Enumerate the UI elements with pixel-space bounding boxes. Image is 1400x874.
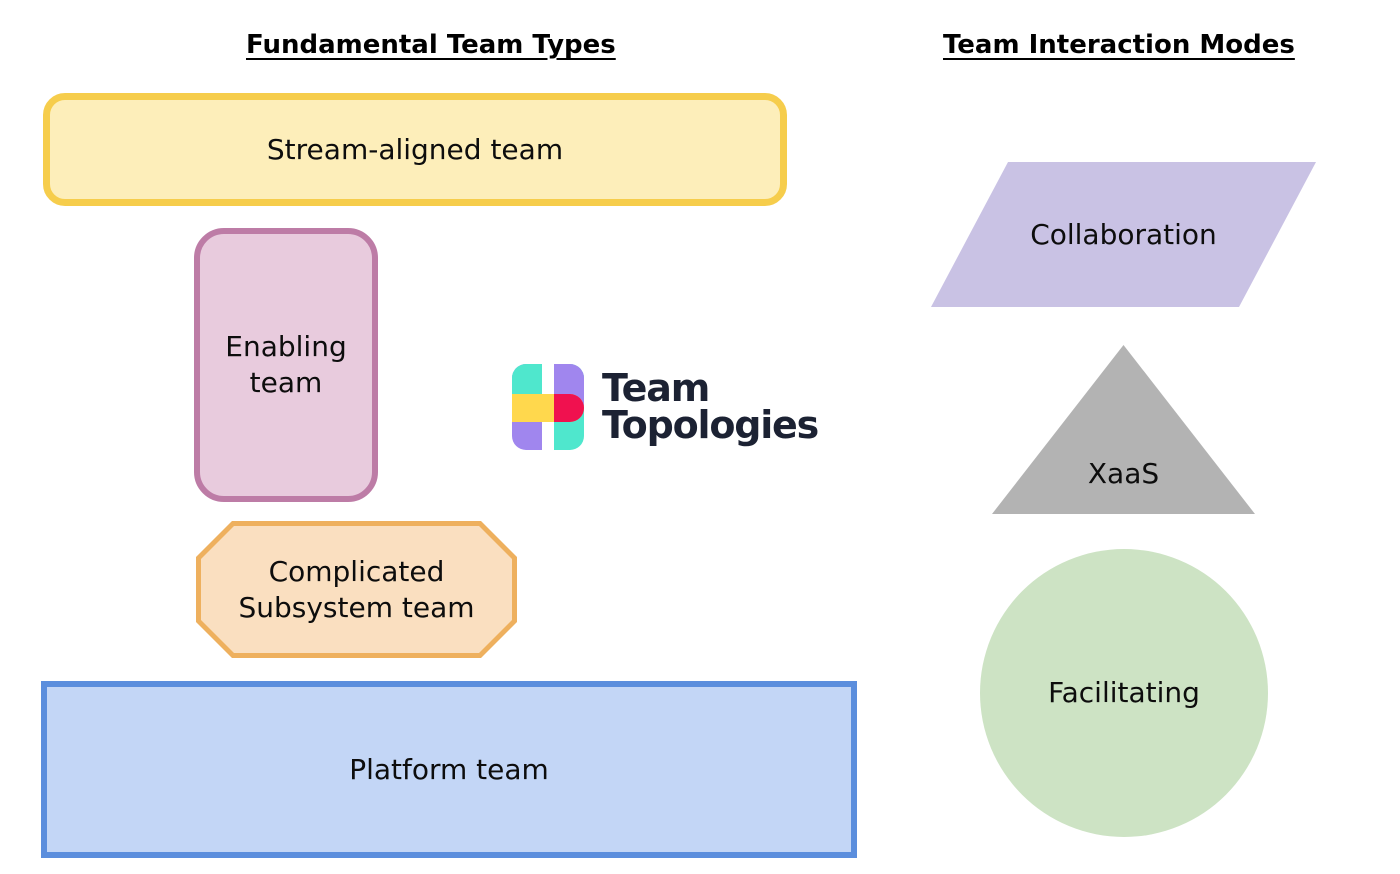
shape-enabling-team[interactable]: Enabling team <box>194 228 378 502</box>
shape-collaboration[interactable]: Collaboration <box>931 162 1316 307</box>
facilitating-label: Facilitating <box>1048 676 1200 710</box>
xaas-label: XaaS <box>1087 457 1160 491</box>
shape-facilitating[interactable]: Facilitating <box>980 549 1268 837</box>
collaboration-label-wrap: Collaboration <box>931 162 1316 307</box>
team-interaction-modes-heading: Team Interaction Modes <box>943 30 1295 60</box>
collaboration-label: Collaboration <box>1030 217 1217 251</box>
enabling-team-label: Enabling team <box>225 330 347 399</box>
complicated-subsystem-team-label: Complicated Subsystem team <box>238 554 475 624</box>
octagon-fill <box>201 526 512 653</box>
stream-aligned-team-label: Stream-aligned team <box>266 132 564 166</box>
octagon-border <box>196 521 517 658</box>
xaas-label-wrap: XaaS <box>992 456 1255 492</box>
complicated-subsystem-label-wrap: Complicated Subsystem team <box>196 521 517 658</box>
team-topologies-logo: Team Topologies <box>508 357 858 457</box>
shape-xaas[interactable]: XaaS <box>992 345 1255 514</box>
platform-team-label: Platform team <box>349 752 549 786</box>
team-topologies-wordmark: Team Topologies <box>602 365 819 447</box>
shape-stream-aligned-team[interactable]: Stream-aligned team <box>43 93 787 206</box>
fundamental-team-types-heading: Fundamental Team Types <box>246 30 616 60</box>
team-topologies-logo-mark <box>512 364 584 450</box>
shape-complicated-subsystem-team[interactable]: Complicated Subsystem team <box>196 521 517 658</box>
shape-platform-team[interactable]: Platform team <box>41 681 857 858</box>
